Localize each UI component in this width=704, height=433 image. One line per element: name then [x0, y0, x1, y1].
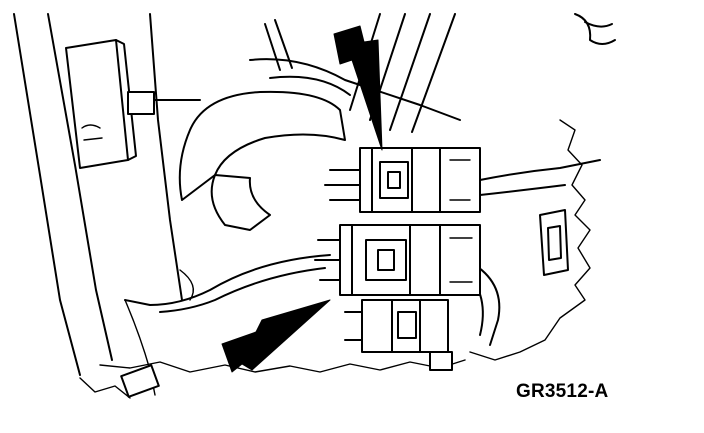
arrow-right-up-icon	[221, 299, 331, 373]
upper-connector	[324, 147, 481, 213]
wall-clip	[539, 209, 569, 276]
housing-edge	[79, 13, 616, 399]
arrow-down-icon	[333, 25, 383, 151]
right-wire-run	[464, 159, 601, 346]
left-support-panels	[13, 13, 183, 376]
lower-wire-run	[120, 254, 331, 398]
figure-code: GR3512-A	[516, 381, 609, 402]
sensor-bracket	[65, 39, 201, 169]
lower-connector	[314, 224, 481, 296]
small-connector	[344, 299, 453, 371]
harness-loop	[178, 58, 461, 231]
